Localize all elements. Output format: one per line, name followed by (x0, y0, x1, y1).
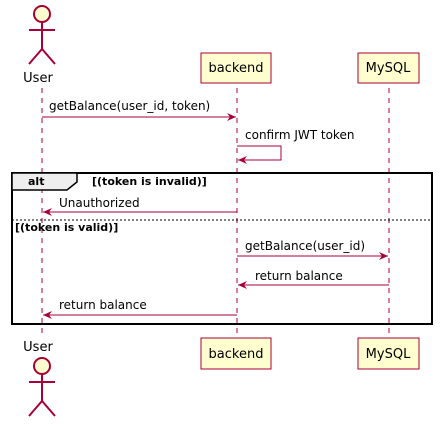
participant-backend-box-top (200, 52, 272, 84)
actor-user-top (28, 5, 56, 65)
participant-user-label-top: User (23, 71, 53, 86)
participant-mysql-box-top (357, 52, 420, 84)
participant-mysql-label-bottom: MySQL (366, 347, 411, 362)
alt-guard-2: [(token is valid)] (15, 221, 118, 234)
message-label-1: getBalance(user_id, token) (49, 99, 210, 113)
message-arrow-self (237, 145, 282, 164)
participant-backend-label-top: backend (209, 61, 264, 76)
message-label-6: return balance (59, 298, 147, 312)
alt-guard-1: [(token is invalid)] (92, 175, 207, 188)
message-label-5: return balance (255, 269, 343, 283)
actor-head-icon (33, 5, 51, 23)
actor-user-bottom (28, 357, 56, 417)
message-label-3: Unauthorized (59, 196, 140, 210)
participant-backend-box-bottom (200, 337, 272, 370)
alt-keyword: alt (28, 175, 44, 188)
actor-head-icon (33, 357, 51, 375)
participant-mysql-label-top: MySQL (366, 61, 411, 76)
alt-fragment-tab (11, 172, 78, 191)
participant-backend-label-bottom: backend (209, 347, 264, 362)
participant-mysql-box-bottom (357, 337, 420, 370)
participant-user-label-bottom: User (23, 340, 53, 355)
alt-fragment (11, 172, 433, 325)
message-label-4: getBalance(user_id) (245, 239, 365, 253)
message-label-2: confirm JWT token (245, 128, 354, 142)
